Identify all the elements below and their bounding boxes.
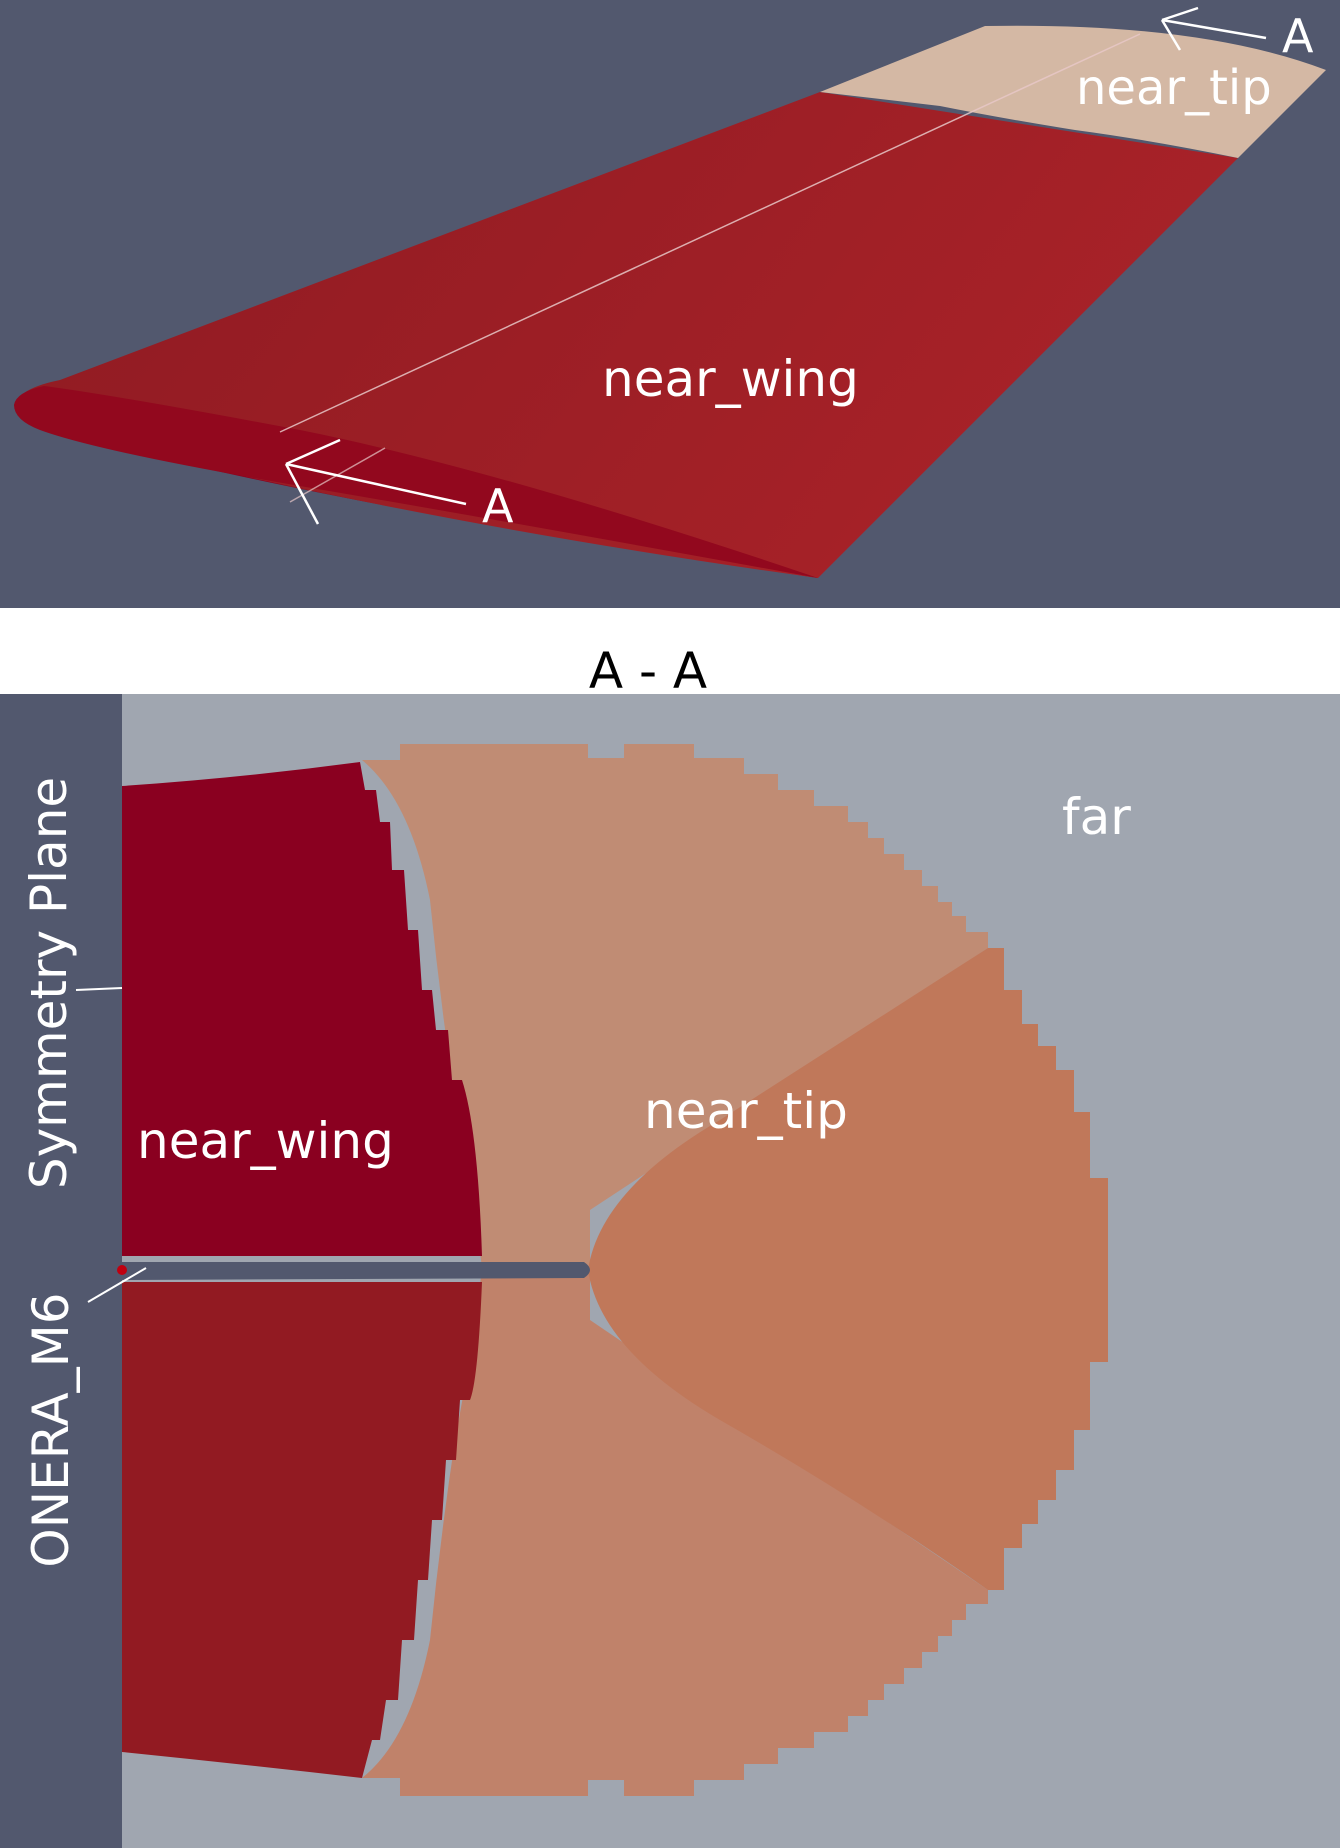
wing-section-dot — [117, 1265, 127, 1275]
near-wing-label-top: near_wing — [602, 350, 859, 408]
cut-line-surface — [279, 33, 1141, 433]
near-wing-lower-region — [122, 1282, 482, 1778]
near-tip-label-section: near_tip — [644, 1082, 848, 1140]
wing-leading-edge — [14, 386, 818, 578]
body-label: ONERA_M6 — [22, 1292, 80, 1567]
cut-arrow-tip — [1160, 6, 1267, 51]
wing-section-slice — [120, 1262, 590, 1280]
symmetry-leader-line — [75, 987, 123, 991]
near-tip-label-top: near_tip — [1076, 60, 1272, 116]
symmetry-plane-label: Symmetry Plane — [20, 777, 78, 1189]
cut-label-root: A — [482, 479, 514, 533]
section-view-panel: Symmetry Plane ONERA_M6 near_wing near_t… — [0, 694, 1340, 1848]
near-tip-lower-region — [362, 1268, 988, 1796]
near-wing-label-section: near_wing — [137, 1112, 394, 1170]
near-tip-front-region — [588, 948, 1108, 1590]
body-leader-line — [87, 1267, 147, 1303]
near-wing-upper-region — [122, 762, 482, 1256]
wing-tip-surface — [820, 25, 1326, 159]
top-view-panel: A A near_tip near_wing — [0, 0, 1340, 608]
near-tip-upper-region — [362, 744, 988, 1268]
cut-arrow-root — [284, 438, 467, 525]
section-title: A - A — [589, 642, 707, 700]
cut-label-tip: A — [1282, 9, 1314, 63]
symmetry-plane-strip — [0, 694, 122, 1848]
far-label: far — [1062, 788, 1131, 846]
